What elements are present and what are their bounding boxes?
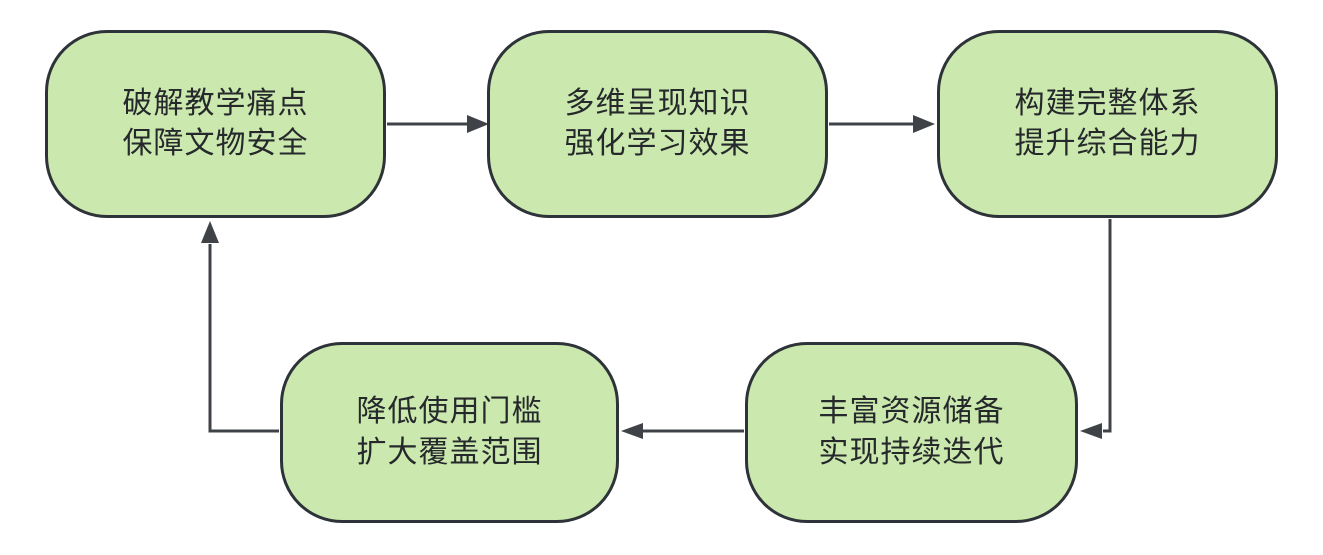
node-label-line: 保障文物安全 — [122, 127, 309, 160]
arrow-n4-to-n5 — [621, 423, 744, 439]
node-label-line: 丰富资源储备 — [818, 395, 1005, 428]
node-label-line: 实现持续迭代 — [818, 435, 1005, 469]
node-label-line: 强化学习效果 — [564, 127, 751, 160]
node-break-teaching-painpoints: 破解教学痛点 保障文物安全 — [45, 30, 386, 218]
arrowhead-left-icon — [621, 423, 643, 439]
arrow-line — [208, 244, 279, 433]
arrowhead-left-icon — [1080, 423, 1102, 439]
node-label-line: 扩大覆盖范围 — [356, 435, 543, 469]
arrowhead-right-icon — [913, 115, 935, 133]
node-build-complete-system: 构建完整体系 提升综合能力 — [937, 30, 1278, 218]
arrowhead-right-icon — [467, 115, 489, 133]
node-label-line: 构建完整体系 — [1014, 86, 1201, 120]
node-enrich-resource-reserve: 丰富资源储备 实现持续迭代 — [745, 342, 1078, 523]
arrowhead-up-icon — [201, 221, 219, 243]
arrow-n1-to-n2 — [387, 115, 489, 133]
arrow-n2-to-n3 — [829, 115, 935, 133]
arrow-n3-to-n4 — [1080, 219, 1112, 439]
node-lower-usage-threshold: 降低使用门槛 扩大覆盖范围 — [280, 342, 619, 523]
node-label-line: 多维呈现知识 — [564, 86, 751, 120]
node-label-line: 提升综合能力 — [1014, 127, 1201, 160]
node-label-line: 降低使用门槛 — [356, 395, 543, 428]
node-label-line: 破解教学痛点 — [122, 86, 309, 120]
node-multidimensional-knowledge: 多维呈现知识 强化学习效果 — [487, 30, 828, 218]
arrow-n5-to-n1 — [201, 221, 279, 433]
arrow-line — [1103, 219, 1112, 433]
